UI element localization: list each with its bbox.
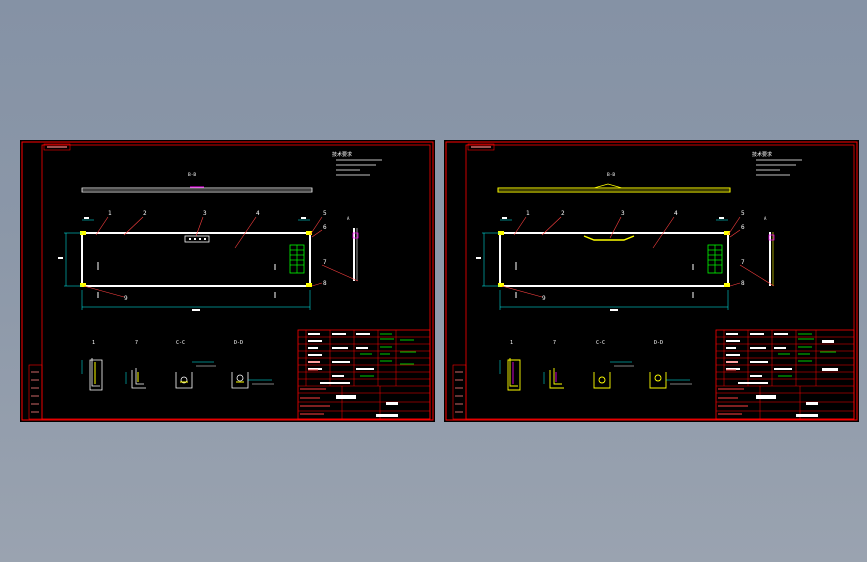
margin-block [28, 364, 43, 420]
section-details: 1 7 C-C D-D [499, 340, 692, 391]
outer-frame [21, 141, 434, 421]
view-arrow-label: A [764, 216, 767, 221]
title-stamp [467, 143, 495, 151]
title-block [297, 329, 431, 420]
technical-notes: 技术要求 [332, 151, 382, 176]
callout-7: 7 [323, 259, 327, 266]
cad-drawing-left: 技术要求 B-B [21, 141, 434, 421]
side-view [768, 232, 775, 286]
notes-title: 技术要求 [752, 151, 772, 158]
drawing-sheet-left: 技术要求 B-B [20, 140, 435, 422]
callout-1: 1 [526, 210, 530, 217]
section-label-7: 7 [553, 340, 556, 346]
main-frame [498, 231, 730, 298]
title-stamp [43, 143, 71, 151]
callout-7: 7 [741, 259, 745, 266]
callout-4: 4 [256, 210, 260, 217]
section-label-dd: D-D [234, 340, 243, 346]
dimensions [64, 219, 311, 310]
cad-drawing-right: 技术要求 B-B [445, 141, 858, 421]
callout-9: 9 [124, 295, 128, 302]
section-details: 1 7 C-C D-D [81, 340, 274, 391]
callout-leaders [83, 216, 359, 298]
inner-frame [41, 144, 431, 420]
title-block [715, 329, 855, 420]
section-mark-top: B-B [607, 172, 615, 178]
callout-8: 8 [741, 280, 745, 287]
top-bar [81, 186, 313, 193]
section-mark-top: B-B [188, 172, 196, 178]
dimensions [482, 219, 729, 310]
callout-6: 6 [323, 224, 327, 231]
section-label-1: 1 [510, 340, 513, 346]
main-frame [80, 231, 312, 298]
callout-5: 5 [741, 210, 745, 217]
section-label-dd: D-D [654, 340, 663, 346]
rib-block [707, 244, 723, 274]
callouts: 1 2 3 4 5 6 7 8 9 A [526, 210, 767, 302]
section-label-1: 1 [92, 340, 95, 346]
inner-frame [465, 144, 855, 420]
callout-9: 9 [542, 295, 546, 302]
callout-2: 2 [143, 210, 147, 217]
notes-title: 技术要求 [332, 151, 352, 158]
callout-leaders [501, 216, 775, 298]
callout-1: 1 [108, 210, 112, 217]
technical-notes: 技术要求 [752, 151, 802, 176]
view-arrow-label: A [347, 216, 350, 221]
section-label-cc: C-C [596, 340, 605, 346]
top-bar [497, 183, 731, 193]
margin-block [452, 364, 467, 420]
section-label-cc: C-C [176, 340, 185, 346]
callout-5: 5 [323, 210, 327, 217]
side-view [352, 228, 359, 281]
callout-3: 3 [203, 210, 207, 217]
callout-8: 8 [323, 280, 327, 287]
callout-4: 4 [674, 210, 678, 217]
callouts: 1 2 3 4 5 6 7 8 9 A [108, 210, 350, 302]
section-label-7: 7 [135, 340, 138, 346]
drawing-sheet-right: 技术要求 B-B [444, 140, 859, 422]
rib-block [289, 244, 305, 274]
callout-6: 6 [741, 224, 745, 231]
callout-2: 2 [561, 210, 565, 217]
callout-3: 3 [621, 210, 625, 217]
outer-frame [445, 141, 858, 421]
